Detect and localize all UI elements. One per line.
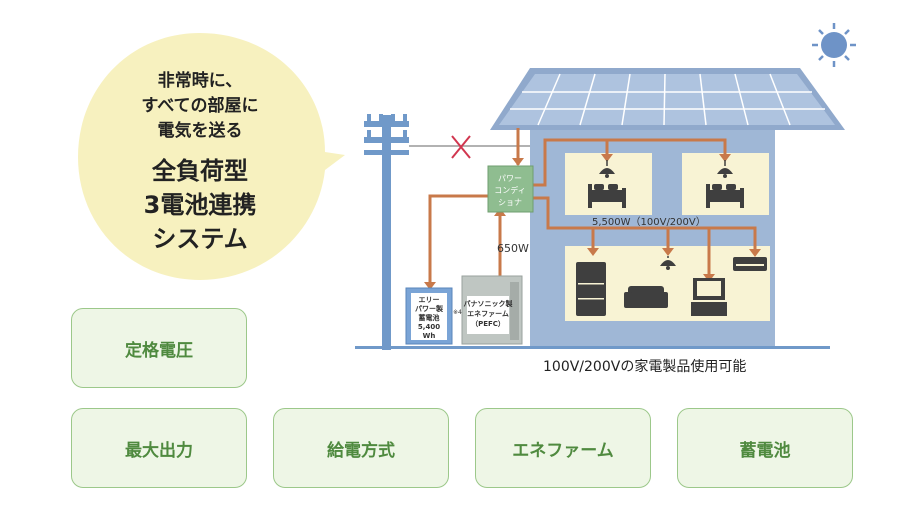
- battery-line-4: 5,400: [418, 323, 440, 331]
- bubble-line-2: すべての部屋に: [141, 96, 259, 116]
- lamp-icon: [660, 256, 676, 270]
- enefarm-button[interactable]: エネファーム: [475, 408, 651, 488]
- ground-line: [355, 346, 830, 349]
- power-5500-label: 5,500W（100V/200V）: [592, 216, 706, 228]
- bed-icon: [588, 184, 626, 208]
- battery-line-5: Wh: [423, 332, 436, 340]
- battery-note: ※4: [453, 309, 462, 316]
- enefarm-line-3: （PEFC）: [471, 320, 505, 328]
- sofa-icon: [624, 286, 668, 308]
- cut-off-icon: [451, 135, 471, 159]
- battery-line-3: 蓄電池: [419, 313, 440, 322]
- bubble-line-1: 非常時に、: [157, 71, 243, 91]
- power-conditioner-line-1: パワー: [498, 174, 522, 183]
- bubble-line-3: 電気を送る: [157, 121, 243, 141]
- battery-line-1: エリー: [419, 296, 440, 304]
- power-supply-button[interactable]: 給電方式: [273, 408, 449, 488]
- lamp-icon: [717, 160, 733, 178]
- battery-button[interactable]: 蓄電池: [677, 408, 853, 488]
- power-conditioner-line-3: ショナ: [498, 198, 522, 207]
- power-conditioner-line-2: コンディ: [494, 185, 525, 195]
- power-wires: [428, 128, 757, 283]
- lamp-icon: [599, 160, 615, 178]
- refrigerator-icon: [576, 262, 606, 316]
- room-bedroom-left: [565, 153, 652, 215]
- utility-pole-icon: [364, 114, 409, 350]
- power-650-label: 650W: [497, 242, 529, 255]
- enefarm-line-1: パナソニック製: [464, 299, 513, 308]
- sun-icon: [812, 23, 856, 67]
- tv-icon: [691, 278, 727, 316]
- bubble-title-2: 3電池連携: [143, 191, 257, 219]
- air-conditioner-icon: [733, 257, 767, 271]
- enefarm-line-2: エネファーム: [467, 310, 509, 318]
- appliance-caption: 100V/200Vの家電製品使用可能: [543, 358, 746, 375]
- battery-line-2: パワー製: [415, 304, 443, 313]
- rated-voltage-button[interactable]: 定格電圧: [71, 308, 247, 388]
- solar-roof: [490, 68, 845, 130]
- bubble-title-3: システム: [152, 225, 248, 253]
- max-output-button[interactable]: 最大出力: [71, 408, 247, 488]
- bed-icon: [706, 184, 744, 208]
- power-conditioner: [487, 165, 534, 213]
- bubble-title-1: 全負荷型: [152, 157, 248, 185]
